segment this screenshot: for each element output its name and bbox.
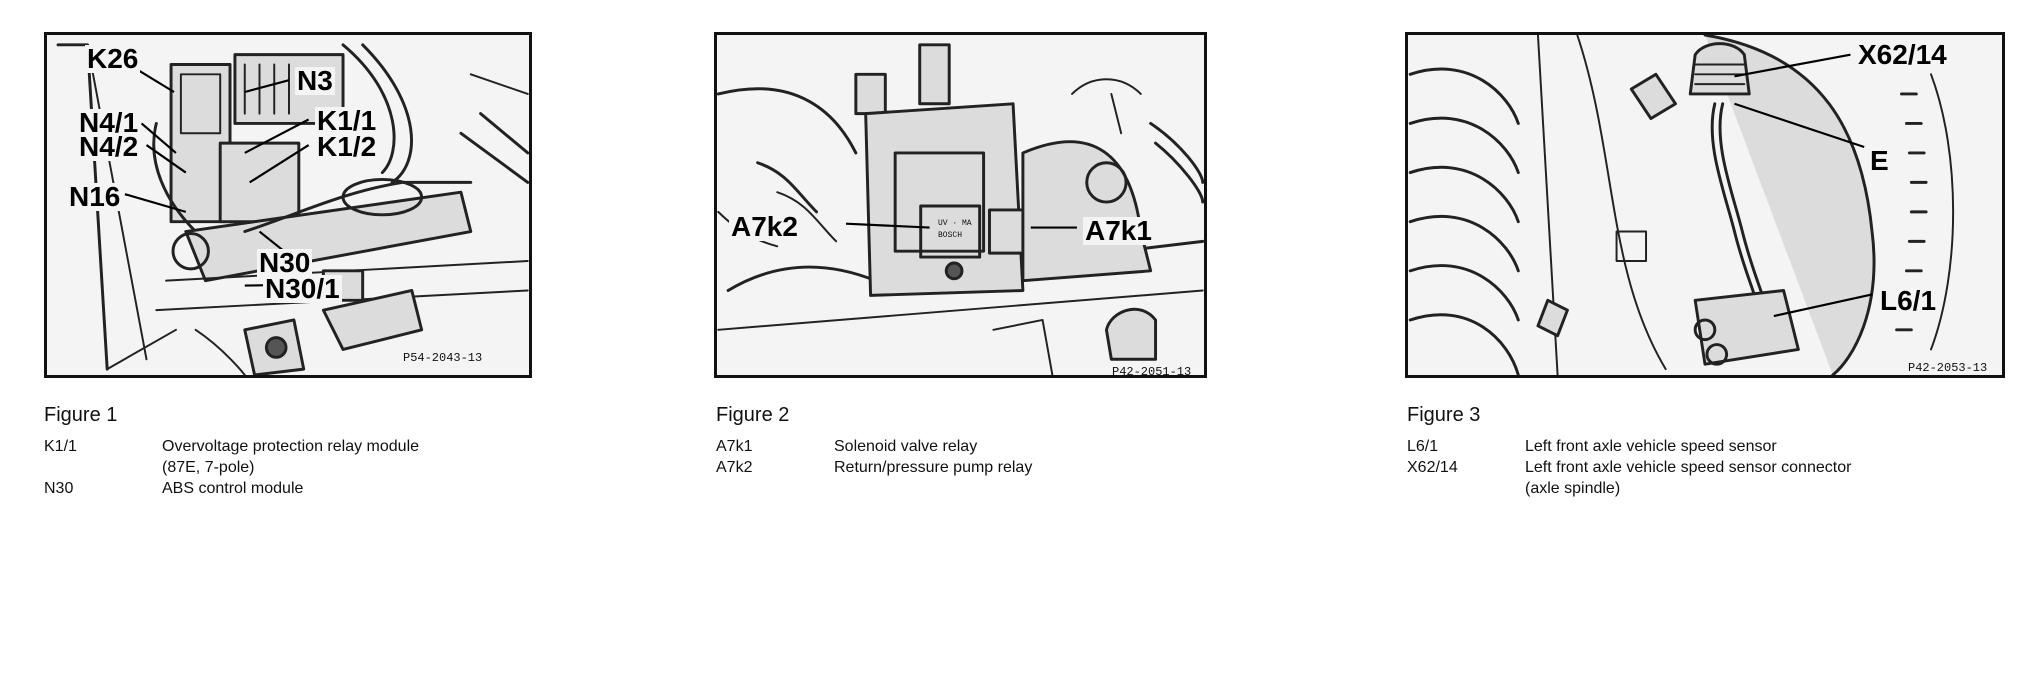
figure-3-drawing	[1408, 35, 1955, 375]
figure-2-illustration: UV · MA BOSCH A7k2 A7k1 P42-2051-13	[714, 32, 1207, 378]
label-n30: N30	[257, 247, 313, 278]
figure-2-caption: Figure 2	[716, 404, 790, 426]
legend-key: A7k1	[716, 438, 753, 455]
label-x62-14: X62/14	[1856, 39, 1949, 70]
label-a7k2: A7k2	[729, 211, 800, 242]
figure-2-code: P42-2051-13	[1112, 365, 1192, 378]
chip-text-1: UV · MA	[938, 219, 972, 228]
label-k1-2: K1/2	[315, 131, 379, 162]
legend-desc: Overvoltage protection relay module	[162, 438, 420, 455]
label-n30-1: N30/1	[263, 273, 342, 304]
figure-2-drawing	[717, 43, 1204, 375]
legend-row: L6/1 Left front axle vehicle speed senso…	[1407, 436, 1967, 457]
figure-1-caption: Figure 1	[44, 404, 118, 426]
label-e: E	[1868, 145, 1891, 176]
figure-2-legend: A7k1 Solenoid valve relay A7k2 Return/pr…	[716, 436, 1196, 478]
legend-desc: Solenoid valve relay	[834, 438, 978, 455]
figure-1-legend: K1/1 Overvoltage protection relay module…	[44, 436, 524, 499]
figure-1-code: P54-2043-13	[403, 351, 483, 365]
figure-3-code: P42-2053-13	[1908, 361, 1988, 375]
chip-text-2: BOSCH	[938, 231, 963, 240]
legend-row: N30 ABS control module	[44, 478, 524, 499]
legend-row: K1/1 Overvoltage protection relay module	[44, 436, 524, 457]
label-k26: K26	[85, 43, 141, 74]
legend-key: N30	[44, 480, 74, 497]
label-n4-1: N4/1	[77, 107, 141, 138]
legend-desc: Return/pressure pump relay	[834, 459, 1033, 476]
figure-3-leader-lines	[1734, 53, 1873, 318]
label-a7k1: A7k1	[1083, 215, 1154, 246]
label-k1-1: K1/1	[315, 105, 379, 136]
legend-key: L6/1	[1407, 438, 1439, 455]
legend-key: K1/1	[44, 438, 77, 455]
label-n4-2: N4/2	[77, 131, 141, 162]
legend-key: X62/14	[1407, 459, 1458, 476]
legend-desc: ABS control module	[162, 480, 304, 497]
legend-desc-cont: (87E, 7-pole)	[162, 459, 255, 476]
legend-desc: Left front axle vehicle speed sensor	[1525, 438, 1777, 455]
legend-desc: Left front axle vehicle speed sensor con…	[1525, 459, 1852, 476]
figure-1-illustration: K26 N3 N4/1 N4/2 K1/1 K1/2 N16 N30 N30/1…	[44, 32, 532, 378]
legend-row: A7k2 Return/pressure pump relay	[716, 457, 1196, 478]
figure-3-caption: Figure 3	[1407, 404, 1481, 426]
legend-row: A7k1 Solenoid valve relay	[716, 436, 1196, 457]
figure-3-illustration: X62/14 E L6/1 P42-2053-13	[1405, 32, 2005, 378]
label-n3: N3	[295, 65, 335, 96]
legend-row: X62/14 Left front axle vehicle speed sen…	[1407, 457, 1967, 478]
figure-3-legend: L6/1 Left front axle vehicle speed senso…	[1407, 436, 1967, 499]
legend-desc-cont: (axle spindle)	[1525, 480, 1621, 497]
figure-2-leader-lines	[845, 222, 1077, 229]
label-l6-1: L6/1	[1878, 285, 1939, 316]
legend-key: A7k2	[716, 459, 753, 476]
label-n16: N16	[67, 181, 123, 212]
